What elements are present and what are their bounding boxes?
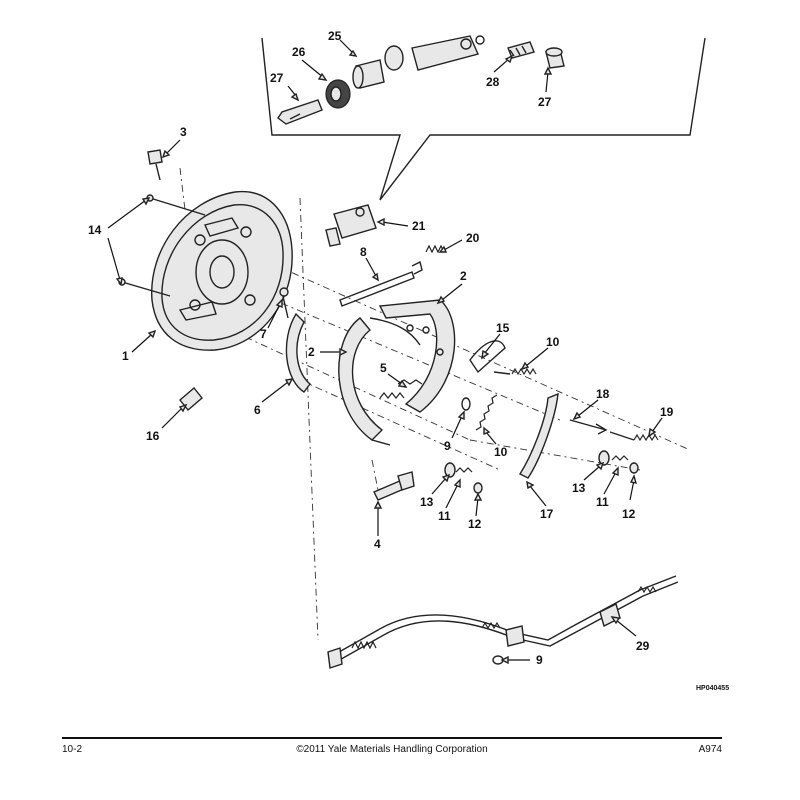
callout-4: 4	[374, 537, 381, 551]
spring-10-hook	[493, 371, 511, 375]
adjuster-screw	[373, 471, 415, 501]
adjuster-link	[339, 260, 423, 307]
callout-6: 6	[254, 403, 261, 417]
callout-12-right: 12	[622, 507, 636, 521]
page-number: 10-2	[62, 744, 83, 755]
parking-brake-cable	[327, 575, 679, 669]
mounting-bolt	[147, 149, 163, 181]
callout-9-lower: 9	[536, 653, 543, 667]
page-footer: 10-2 ©2011 Yale Materials Handling Corpo…	[62, 737, 722, 765]
inset-seal	[384, 45, 404, 71]
spring-10-upper	[511, 367, 537, 376]
wheel-cylinder	[325, 204, 377, 247]
document-code: A974	[698, 744, 722, 755]
backing-plate	[151, 190, 293, 351]
brake-shoe-lining-front	[338, 317, 421, 446]
wheel-cylinder-inset	[261, 35, 706, 201]
leader-lines	[107, 39, 663, 665]
brake-shoe-rear	[378, 299, 456, 413]
inset-bleeder-screw	[507, 41, 535, 59]
parking-brake-strut	[569, 419, 608, 435]
callout-9-upper: 9	[444, 439, 451, 453]
spring-20	[425, 244, 445, 254]
callout-20: 20	[466, 231, 480, 245]
callout-5: 5	[380, 361, 387, 375]
inset-cup	[325, 79, 351, 109]
callout-26: 26	[292, 45, 306, 59]
figure-code: HP040455	[696, 685, 729, 692]
callout-1: 1	[122, 349, 129, 363]
callout-14: 14	[88, 223, 102, 237]
hold-down-pin	[279, 287, 289, 319]
hold-down-hardware-left	[444, 462, 483, 494]
callout-13-right: 13	[572, 481, 586, 495]
callout-2-left: 2	[308, 345, 315, 359]
callout-19: 19	[660, 405, 674, 419]
brake-shoe-6	[285, 312, 311, 393]
callout-7: 7	[260, 327, 267, 341]
parking-brake-lever	[518, 392, 559, 479]
callout-13-left: 13	[420, 495, 434, 509]
callout-12-left: 12	[468, 517, 482, 531]
callout-18: 18	[596, 387, 610, 401]
callout-28: 28	[486, 75, 500, 89]
adjuster-lever-15	[469, 340, 506, 374]
callout-15: 15	[496, 321, 510, 335]
callout-11-right: 11	[596, 495, 609, 509]
callout-3: 3	[180, 125, 187, 139]
callout-27-right: 27	[538, 95, 552, 109]
callout-10-upper: 10	[546, 335, 560, 349]
callout-8: 8	[360, 245, 367, 259]
hold-down-hardware-right	[598, 450, 639, 474]
callout-labels: 25 26 27 28 27 3 14 21 20 8 2 7 2 1 15 1…	[88, 29, 729, 692]
callout-29: 29	[636, 639, 650, 653]
spring-19-hook	[609, 431, 635, 441]
copyright-notice: ©2011 Yale Materials Handling Corporatio…	[296, 744, 488, 755]
callout-21: 21	[412, 219, 426, 233]
spring-5	[379, 392, 405, 399]
callout-10-lower: 10	[494, 445, 508, 459]
inset-cylinder-body	[411, 35, 485, 71]
inset-piston-rod	[277, 99, 323, 125]
callout-16: 16	[146, 429, 160, 443]
assembly-axis-lines	[179, 167, 691, 641]
inset-bleeder-cap	[545, 47, 565, 69]
callout-2-top: 2	[460, 269, 467, 283]
callout-17: 17	[540, 507, 554, 521]
callout-27-left: 27	[270, 71, 284, 85]
inset-piston	[352, 59, 385, 89]
spring-10-lower	[475, 394, 498, 431]
callout-11-left: 11	[438, 509, 451, 523]
washer-9	[461, 397, 471, 411]
callout-25: 25	[328, 29, 342, 43]
spring-19	[633, 433, 659, 442]
